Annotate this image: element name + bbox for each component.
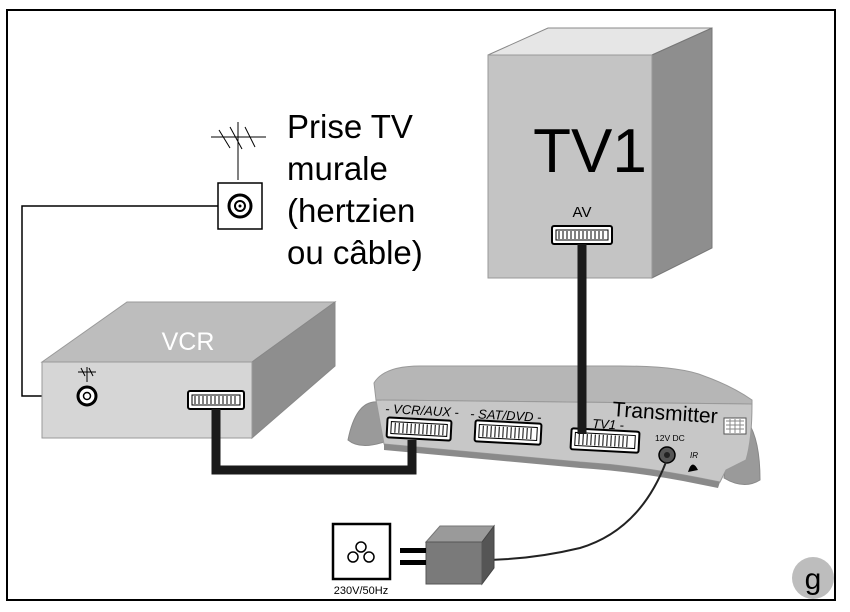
transmitter-port-label-vcr-aux: - VCR/AUX - [385, 401, 460, 420]
figure-frame [6, 9, 836, 601]
transmitter-scart-tv1 [569, 427, 641, 454]
transmitter-port-label-tv1: TV1 - [592, 416, 625, 433]
transmitter-power-label: 12V DC [655, 433, 685, 443]
ir-window-icon [688, 464, 698, 472]
mains-outlet-icon [331, 522, 392, 581]
transmitter-ir-label: IR [690, 451, 698, 460]
wall-socket-line-4: ou câble) [287, 234, 423, 271]
transmitter-brand-logo [723, 417, 747, 435]
vcr-scart-port [187, 390, 245, 410]
transmitter-power-jack [658, 446, 676, 464]
wall-socket-caption: Prise TV murale (hertzien ou câble) [287, 108, 423, 271]
power-cable [479, 461, 667, 561]
tv-av-scart-port [551, 225, 613, 245]
wall-socket-icon [217, 182, 263, 230]
tv-label: TV1 [533, 117, 647, 186]
vcr-label: VCR [162, 328, 215, 356]
tv-av-label: AV [573, 204, 592, 221]
wall-socket-line-2: murale [287, 150, 388, 187]
transmitter-scart-sat-dvd [473, 419, 543, 446]
vcr-antenna-input-icon [76, 367, 98, 407]
tv-set: TV1 AV [487, 27, 713, 279]
mains-label: 230V/50Hz [334, 585, 388, 597]
transmitter-device: - VCR/AUX - - SAT/DVD - TV1 - Transmitte… [347, 365, 761, 488]
transmitter-scart-vcr-aux [385, 416, 453, 442]
antenna-icon [211, 122, 266, 180]
panel-letter-badge: g [792, 557, 834, 599]
wall-socket-line-1: Prise TV [287, 108, 413, 145]
wall-socket-line-3: (hertzien [287, 192, 415, 229]
power-adapter-icon [400, 524, 495, 586]
panel-letter: g [805, 563, 822, 596]
vcr-device: VCR [40, 301, 337, 440]
scart-cable-vcr-to-transmitter [211, 409, 417, 475]
